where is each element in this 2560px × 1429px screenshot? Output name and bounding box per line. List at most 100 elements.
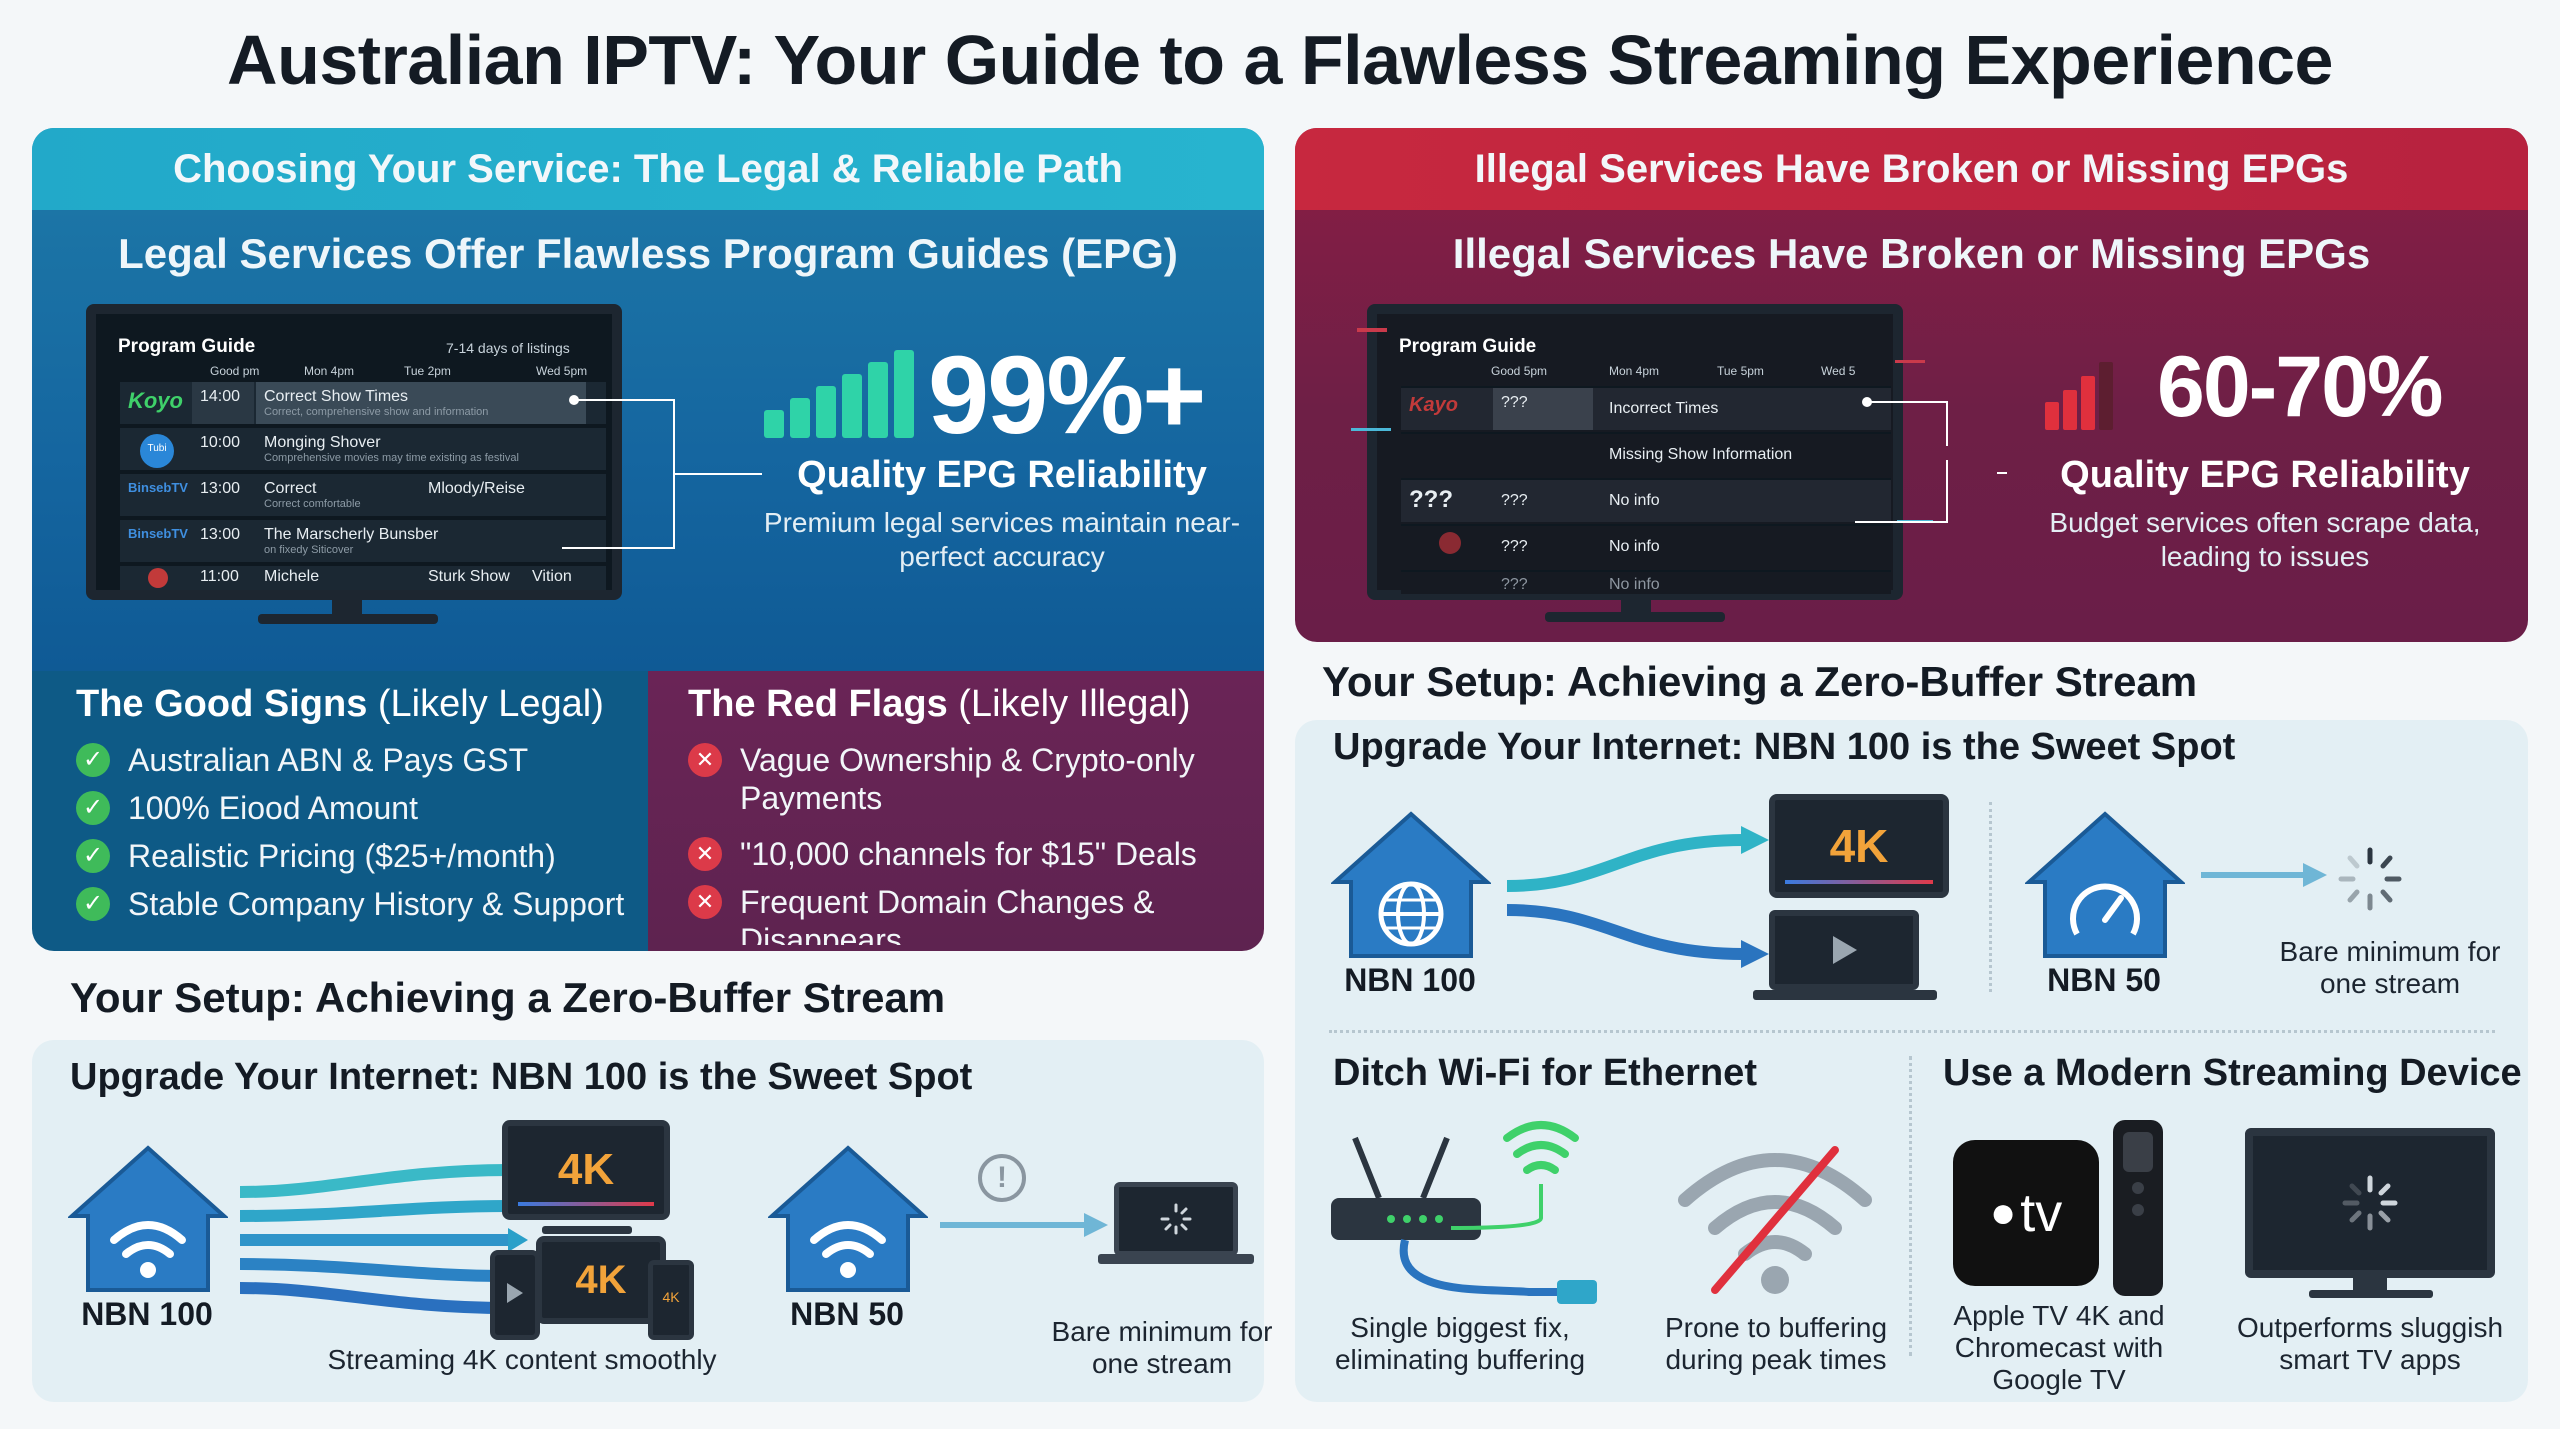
warning-icon: ! bbox=[978, 1154, 1026, 1202]
caption-bare-minimum: Bare minimum for one stream bbox=[1051, 1316, 1273, 1379]
router-ethernet-icon bbox=[1331, 1121, 1597, 1304]
show-cell: Sturk Show bbox=[428, 568, 510, 585]
show-cell: No info bbox=[1609, 576, 1660, 593]
play-icon bbox=[507, 1283, 523, 1303]
check-icon: ✓ bbox=[76, 839, 110, 873]
row-time: 11:00 bbox=[200, 568, 239, 585]
tv-base bbox=[1545, 612, 1725, 622]
good-sign-item: ✓Australian ABN & Pays GST bbox=[76, 741, 528, 779]
buffering-spinner-icon bbox=[2342, 1175, 2398, 1231]
illegal-reliability-percent: 60-70% bbox=[2157, 339, 2443, 435]
show-cell: Mloody/Reise bbox=[428, 480, 525, 497]
legal-panel-title: Choosing Your Service: The Legal & Relia… bbox=[173, 146, 1123, 191]
smart-tv-icon bbox=[2245, 1128, 2495, 1278]
internet-card-title: Upgrade Your Internet: NBN 100 is the Sw… bbox=[70, 1056, 973, 1098]
legal-service-panel: Choosing Your Service: The Legal & Relia… bbox=[32, 128, 1264, 671]
signal-strength-icon bbox=[764, 350, 914, 438]
legal-reliability-percent: 99%+ bbox=[928, 334, 1206, 457]
nbn100-label: NBN 100 bbox=[1344, 962, 1476, 998]
guide-row: 11:00 Michele Sturk Show Vition bbox=[120, 564, 606, 590]
phone-4k-icon: 4K bbox=[648, 1260, 694, 1340]
device-caption: Apple TV 4K and Chromecast with Google T… bbox=[1953, 1300, 2165, 1395]
show-cell: No info bbox=[1609, 538, 1660, 555]
row-time: 14:00 bbox=[192, 382, 254, 424]
time-col-3: Tue 5pm bbox=[1717, 364, 1764, 378]
time-col-3: Tue 2pm bbox=[404, 364, 451, 378]
tv-stand bbox=[332, 600, 362, 616]
device-title: Use a Modern Streaming Device bbox=[1943, 1052, 2522, 1094]
listing-days-note: 7-14 days of listings bbox=[446, 340, 570, 356]
red-flags-panel: The Red Flags (Likely Illegal) ✕Vague Ow… bbox=[648, 671, 1264, 951]
ethernet-title: Ditch Wi-Fi for Ethernet bbox=[1333, 1052, 1757, 1094]
house-wifi-icon bbox=[768, 1145, 928, 1292]
guide-row: Kayo ??? Incorrect Times bbox=[1401, 386, 1891, 430]
house-wifi-icon bbox=[68, 1145, 228, 1292]
good-sign-item: ✓Stable Company History & Support bbox=[76, 885, 624, 923]
play-icon bbox=[1833, 936, 1857, 964]
red-flag-item: ✕"10,000 channels for $15" Deals bbox=[688, 835, 1228, 873]
guide-row: ??? No info bbox=[1401, 570, 1891, 594]
buffering-spinner-icon bbox=[2338, 847, 2402, 911]
good-sign-item: ✓Realistic Pricing ($25+/month) bbox=[76, 837, 556, 875]
setup-heading-right: Your Setup: Achieving a Zero-Buffer Stre… bbox=[1322, 658, 2198, 705]
4k-badge: 4K bbox=[557, 1145, 615, 1194]
tv-stand bbox=[2353, 1278, 2387, 1290]
channel-logo bbox=[1431, 526, 1471, 568]
cross-icon: ✕ bbox=[688, 743, 722, 777]
glitch-streak bbox=[1351, 428, 1391, 431]
row-time: ??? bbox=[1501, 538, 1528, 555]
internet-upgrade-card-left: Upgrade Your Internet: NBN 100 is the Sw… bbox=[32, 1040, 1272, 1402]
house-gauge-icon bbox=[2025, 811, 2185, 958]
setup-card-right: Upgrade Your Internet: NBN 100 is the Sw… bbox=[1295, 720, 2528, 1402]
illegal-reliability-caption: Budget services often scrape data, leadi… bbox=[2049, 507, 2481, 572]
weak-signal-icon bbox=[2045, 362, 2113, 430]
illegal-program-guide-tv: Program Guide Good 5pm Mon 4pm Tue 5pm W… bbox=[1367, 304, 1903, 600]
legal-reliability-title: Quality EPG Reliability bbox=[797, 454, 1207, 496]
house-globe-icon bbox=[1331, 811, 1491, 958]
laptop-base bbox=[1753, 990, 1937, 1000]
page-title: Australian IPTV: Your Guide to a Flawles… bbox=[227, 21, 2333, 99]
illegal-service-panel: Illegal Services Have Broken or Missing … bbox=[1295, 128, 2528, 642]
4k-tablet-icon: 4K bbox=[536, 1236, 666, 1324]
good-sign-item: ✓100% Eiood Amount bbox=[76, 789, 418, 827]
remote-control-icon bbox=[2113, 1120, 2163, 1296]
show-cell: Incorrect Times bbox=[1609, 400, 1719, 417]
program-guide-heading: Program Guide bbox=[118, 336, 256, 357]
apple-tv-box-icon: ●tv bbox=[1953, 1140, 2099, 1286]
check-icon: ✓ bbox=[76, 887, 110, 921]
4k-tv-icon: 4K bbox=[1769, 794, 1949, 898]
guide-row: ??? No info bbox=[1401, 524, 1891, 568]
illegal-reliability-title: Quality EPG Reliability bbox=[2060, 454, 2470, 496]
row-time: 13:00 bbox=[200, 526, 241, 543]
4k-badge: 4K bbox=[1829, 820, 1889, 872]
progress-bar bbox=[1785, 880, 1933, 884]
time-col-2: Mon 4pm bbox=[304, 364, 355, 378]
divider bbox=[1329, 1030, 2495, 1033]
bandwidth-arrows bbox=[1507, 826, 1769, 968]
row-time: 10:00 bbox=[200, 434, 241, 451]
row-time: 13:00 bbox=[200, 480, 241, 497]
legal-program-guide-tv: Program Guide 7-14 days of listings Good… bbox=[86, 304, 622, 600]
row-time: ??? bbox=[1493, 388, 1593, 430]
glitch-streak bbox=[1895, 360, 1925, 363]
guide-row: ??? ??? No info bbox=[1401, 478, 1891, 522]
channel-logo: BinsebTV bbox=[128, 526, 188, 541]
channel-logo bbox=[146, 566, 176, 590]
tv-base bbox=[2309, 1290, 2433, 1298]
channel-logo-unknown: ??? bbox=[1409, 486, 1453, 513]
nbn50-label: NBN 50 bbox=[790, 1296, 904, 1332]
illegal-connector-lines bbox=[1855, 397, 1948, 523]
show-cell: No info bbox=[1609, 492, 1660, 509]
wifi-buffering-caption: Prone to buffering during peak times bbox=[1664, 1312, 1888, 1375]
laptop-buffering-icon bbox=[1114, 1182, 1238, 1256]
connector-tick bbox=[1997, 472, 2007, 474]
nbn100-label: NBN 100 bbox=[81, 1296, 213, 1332]
time-col-1: Good 5pm bbox=[1491, 364, 1548, 378]
time-col-2: Mon 4pm bbox=[1609, 364, 1660, 378]
ethernet-caption: Single biggest fix, eliminating bufferin… bbox=[1334, 1312, 1586, 1375]
4k-tv-icon: 4K bbox=[502, 1120, 670, 1220]
